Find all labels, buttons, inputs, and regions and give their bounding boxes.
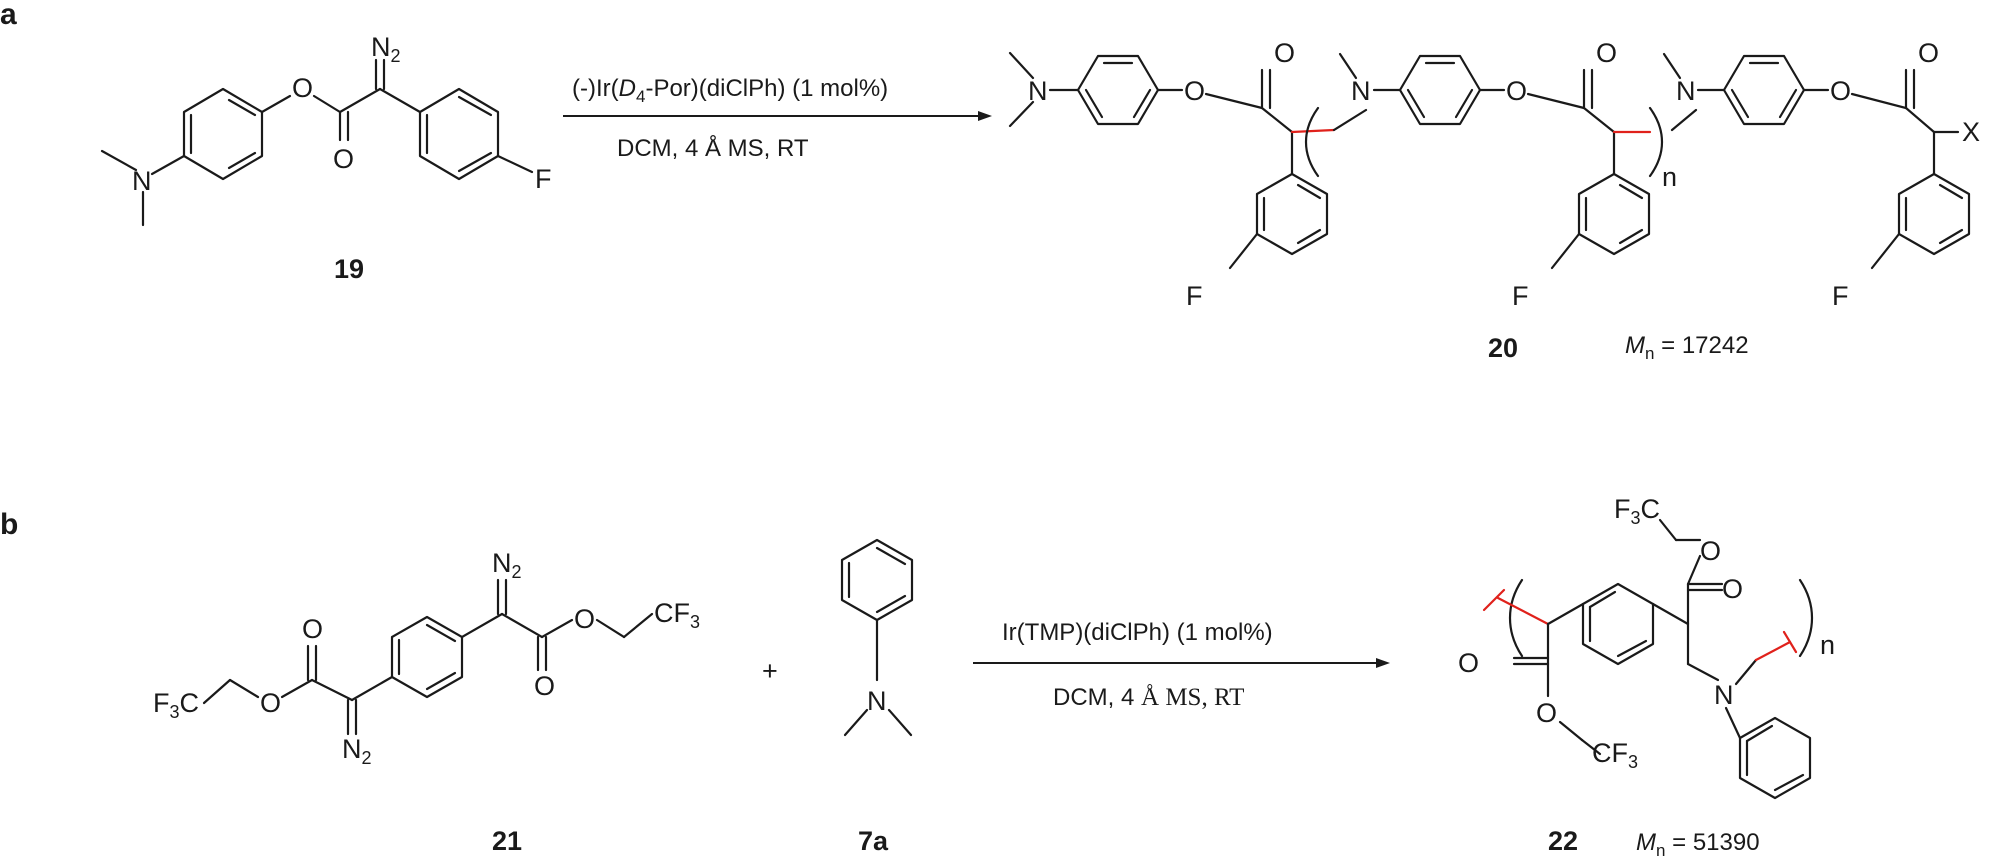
atom-label: O	[1918, 38, 1939, 68]
atom-label: O	[1596, 38, 1617, 68]
atom-label: N	[867, 686, 887, 716]
atom-label: O	[1700, 536, 1721, 566]
atom-label: N	[1676, 76, 1696, 106]
compound-19-structure: N O O N2 F	[100, 32, 552, 227]
reaction-a-catalyst: (-)Ir(D4-Por)(diClPh) (1 mol%)	[572, 75, 888, 106]
atom-label: N	[132, 166, 152, 196]
compound-22-structure: O O CF3 O O F3C N n	[1458, 494, 1835, 800]
atom-label: O	[1830, 76, 1851, 106]
compound-21-structure: F3C O O N2 N2 O O CF3	[153, 548, 700, 768]
atom-label: O	[1458, 648, 1479, 678]
atom-label: N	[1714, 680, 1734, 710]
atom-label: O	[1536, 698, 1557, 728]
n2-label: N2	[342, 734, 372, 768]
atom-label: O	[302, 614, 323, 644]
n2-label: N2	[492, 548, 522, 582]
atom-label: O	[333, 144, 354, 174]
atom-label: F	[1186, 281, 1203, 311]
mn-value-20: Mn = 17242	[1625, 332, 1749, 363]
atom-label: O	[260, 688, 281, 718]
atom-label: F	[1832, 281, 1849, 311]
atom-label: O	[534, 671, 555, 701]
atom-label: O	[292, 73, 313, 103]
cf3-label: CF3	[1592, 738, 1638, 772]
plus-sign: +	[762, 656, 778, 686]
reaction-b-catalyst: Ir(TMP)(diClPh) (1 mol%)	[1002, 619, 1273, 646]
atom-label: N	[1351, 76, 1371, 106]
atom-label: O	[1722, 574, 1743, 604]
reaction-b-conditions: DCM, 4 Å MS, RT	[1053, 684, 1244, 711]
repeat-n: n	[1662, 162, 1677, 192]
compound-label-7a: 7a	[858, 826, 889, 856]
mn-value-22: Mn = 51390	[1636, 829, 1760, 857]
atom-label: O	[1184, 76, 1205, 106]
n2-label: N2	[371, 32, 401, 66]
compound-label-22: 22	[1548, 826, 1578, 856]
atom-label: X	[1962, 117, 1980, 147]
f3c-label: F3C	[1614, 494, 1660, 528]
repeat-n: n	[1820, 630, 1835, 660]
compound-label-21: 21	[492, 826, 522, 856]
panel-label-a: a	[0, 0, 17, 31]
atom-label: O	[1506, 76, 1527, 106]
atom-label: F	[1512, 281, 1529, 311]
atom-label: O	[1274, 38, 1295, 68]
compound-label-19: 19	[334, 254, 364, 284]
compound-7a-structure: N	[840, 538, 914, 737]
atom-label: O	[574, 604, 595, 634]
atom-label: F	[535, 164, 552, 194]
compound-label-20: 20	[1488, 333, 1518, 363]
cf3-label: CF3	[654, 598, 700, 632]
panel-label-b: b	[0, 508, 18, 541]
atom-label: N	[1028, 76, 1048, 106]
compound-20-structure: N O O F N	[1008, 38, 1980, 311]
arrowhead-icon	[978, 111, 992, 121]
f3c-label: F3C	[153, 688, 199, 722]
reaction-a-conditions: DCM, 4 Å MS, RT	[617, 134, 809, 162]
arrowhead-icon	[1376, 658, 1390, 668]
